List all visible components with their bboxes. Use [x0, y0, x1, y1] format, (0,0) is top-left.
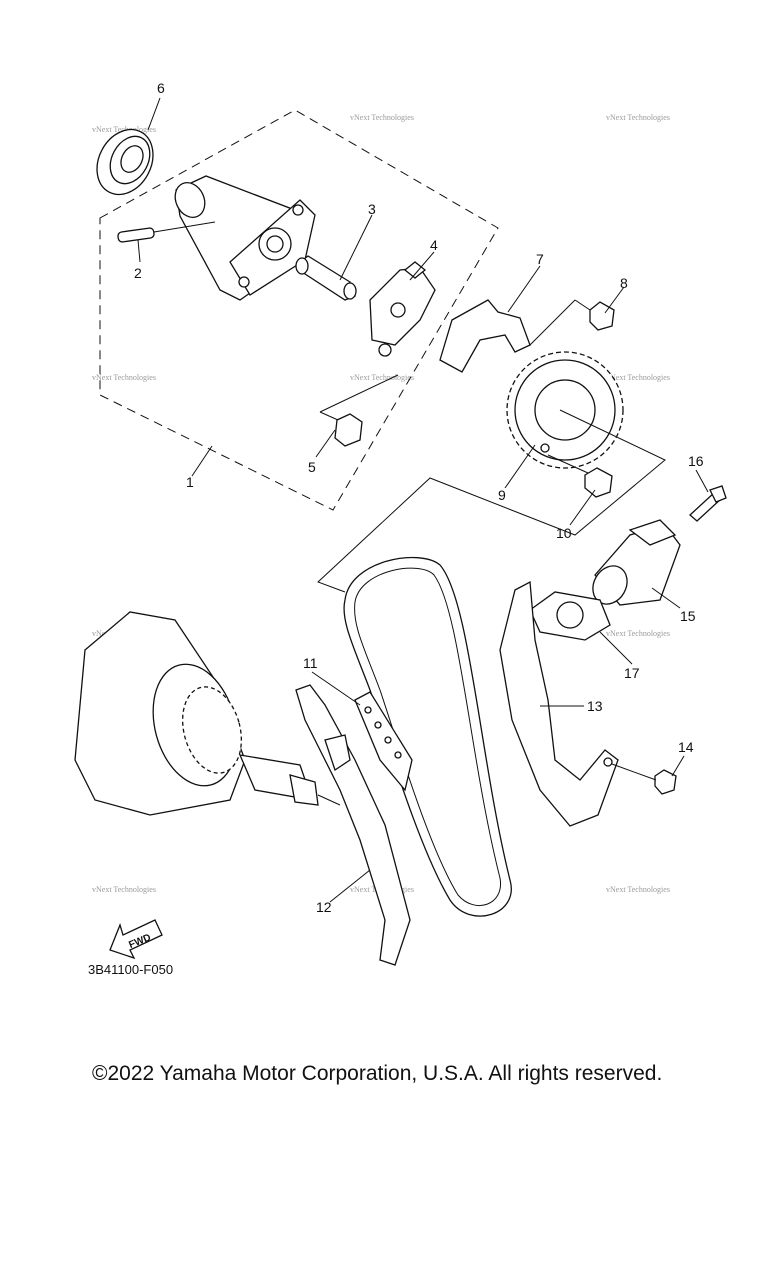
part-camshaft — [174, 175, 316, 301]
callout-13: 13 — [587, 698, 603, 714]
watermark: vNext Technologies — [606, 629, 670, 638]
watermark: vNext Technologies — [92, 373, 156, 382]
callout-7: 7 — [536, 251, 544, 267]
part-tensioner — [592, 519, 681, 606]
watermark: vNext Technologies — [92, 125, 156, 134]
callout-16: 16 — [688, 453, 704, 469]
callout-10: 10 — [556, 525, 572, 541]
diagram-code: 3B41100-F050 — [88, 962, 173, 977]
assembly-outline-camshaft — [99, 109, 499, 511]
part-bracket — [439, 299, 576, 373]
callout-4: 4 — [430, 237, 438, 253]
watermark: vNext Technologies — [606, 885, 670, 894]
part-crankshaft — [74, 611, 341, 816]
fwd-arrow-icon: FWD — [109, 919, 163, 960]
callout-15: 15 — [680, 608, 696, 624]
callout-8: 8 — [620, 275, 628, 291]
callout-1: 1 — [186, 474, 194, 490]
callout-3: 3 — [368, 201, 376, 217]
part-dowel-pin — [117, 221, 216, 243]
part-sprocket — [506, 351, 624, 469]
part-chain-guide-rear — [499, 580, 619, 827]
watermark: vNext Technologies — [92, 885, 156, 894]
callout-12: 12 — [316, 899, 332, 915]
leader-lines — [137, 97, 709, 903]
part-shaft — [295, 255, 357, 301]
reference-line — [317, 409, 666, 593]
part-bolt-16 — [689, 485, 727, 522]
part-bolt-8 — [574, 299, 615, 331]
callout-2: 2 — [134, 265, 142, 281]
part-tensioner-guide — [295, 684, 411, 966]
part-bearing — [96, 128, 154, 196]
callout-17: 17 — [624, 665, 640, 681]
part-bolt-5 — [319, 374, 399, 447]
watermark: vNext Technologies — [350, 113, 414, 122]
callout-14: 14 — [678, 739, 694, 755]
callout-9: 9 — [498, 487, 506, 503]
part-plate — [369, 261, 436, 357]
watermark: vNext Technologies — [606, 113, 670, 122]
callout-6: 6 — [157, 80, 165, 96]
callout-5: 5 — [308, 459, 316, 475]
part-bolt-14 — [611, 763, 677, 795]
parts-diagram: vNext Technologies vNext Technologies vN… — [74, 80, 727, 977]
part-bolt-10 — [547, 454, 613, 498]
callout-11: 11 — [303, 655, 318, 671]
watermark: vNext Technologies — [350, 373, 414, 382]
callout-labels: 1 2 3 4 5 6 7 8 9 10 11 12 13 14 15 16 1… — [134, 80, 704, 915]
part-chain-guide-front — [354, 691, 413, 792]
part-gasket — [529, 591, 611, 641]
copyright-notice: ©2022 Yamaha Motor Corporation, U.S.A. A… — [92, 1062, 663, 1085]
watermark: vNext Technologies — [606, 373, 670, 382]
